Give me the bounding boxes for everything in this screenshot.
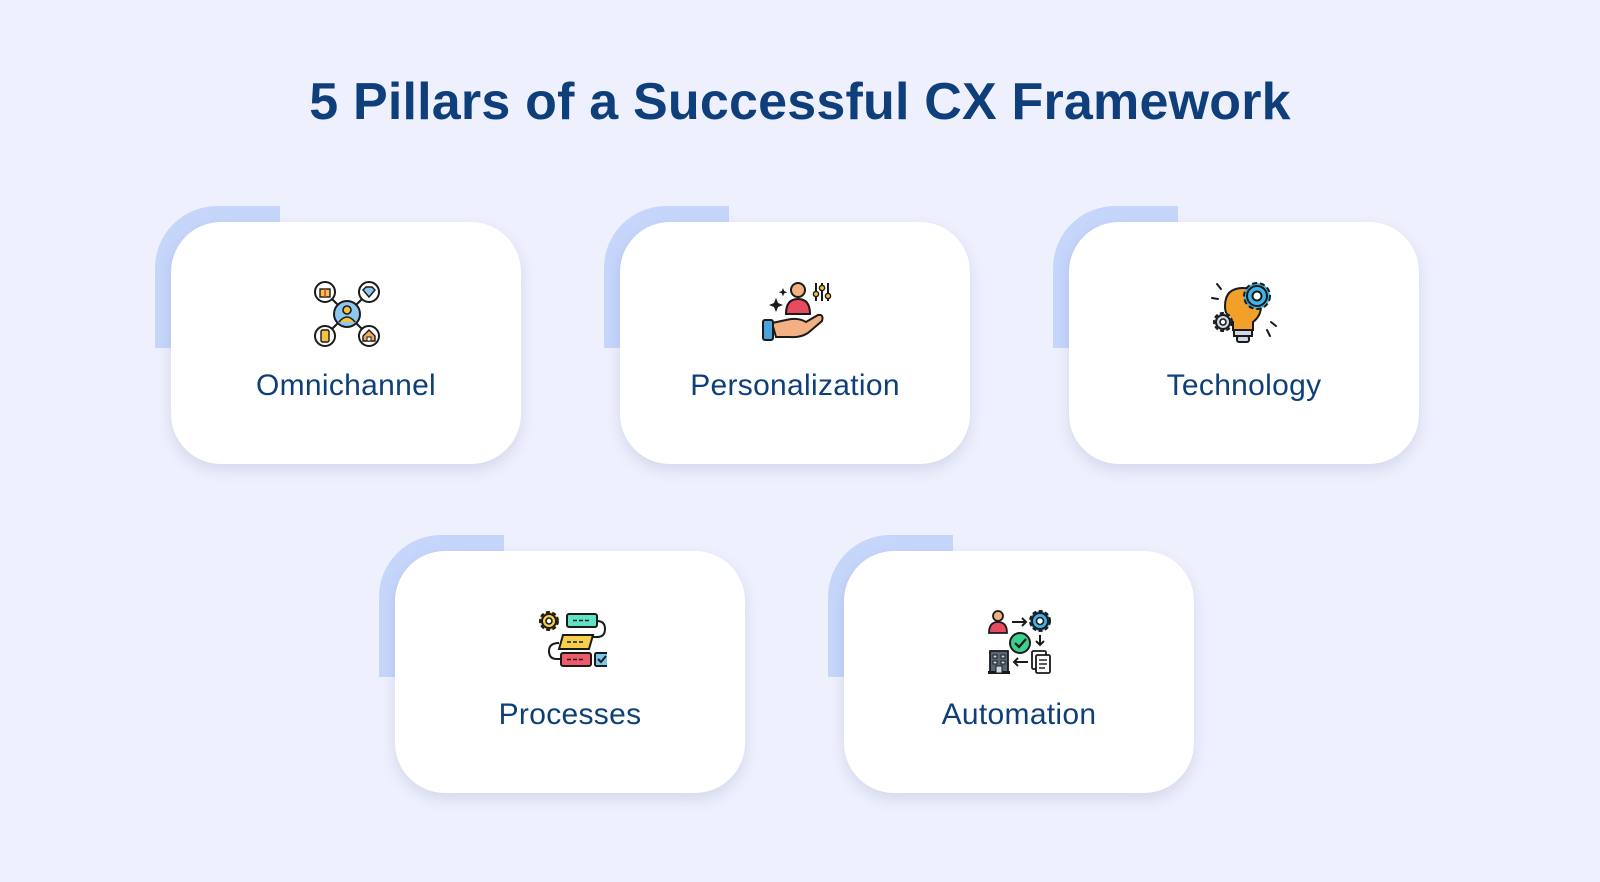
card-body: Automation xyxy=(844,551,1194,793)
pillar-label: Processes xyxy=(498,698,642,731)
card-body: Processes xyxy=(395,551,745,793)
card-body: Technology xyxy=(1069,222,1419,464)
omnichannel-network-icon xyxy=(311,278,383,350)
card-body: Personalization xyxy=(620,222,970,464)
pillar-label: Omnichannel xyxy=(255,369,437,402)
card-body: Omnichannel xyxy=(171,222,521,464)
lightbulb-gears-icon xyxy=(1209,278,1281,350)
workflow-flowchart-icon xyxy=(535,607,607,679)
pillar-card-technology: Technology xyxy=(1053,206,1419,464)
pillar-label: Automation xyxy=(941,698,1097,731)
pillar-card-omnichannel: Omnichannel xyxy=(155,206,521,464)
pillar-label: Technology xyxy=(1166,369,1322,402)
pillar-card-personalization: Personalization xyxy=(604,206,970,464)
pillar-card-processes: Processes xyxy=(379,535,745,793)
pillar-label: Personalization xyxy=(690,369,900,402)
page-title: 5 Pillars of a Successful CX Framework xyxy=(309,73,1291,131)
automation-cycle-icon xyxy=(984,607,1056,679)
hand-user-settings-icon xyxy=(760,278,832,350)
pillar-card-automation: Automation xyxy=(828,535,1194,793)
